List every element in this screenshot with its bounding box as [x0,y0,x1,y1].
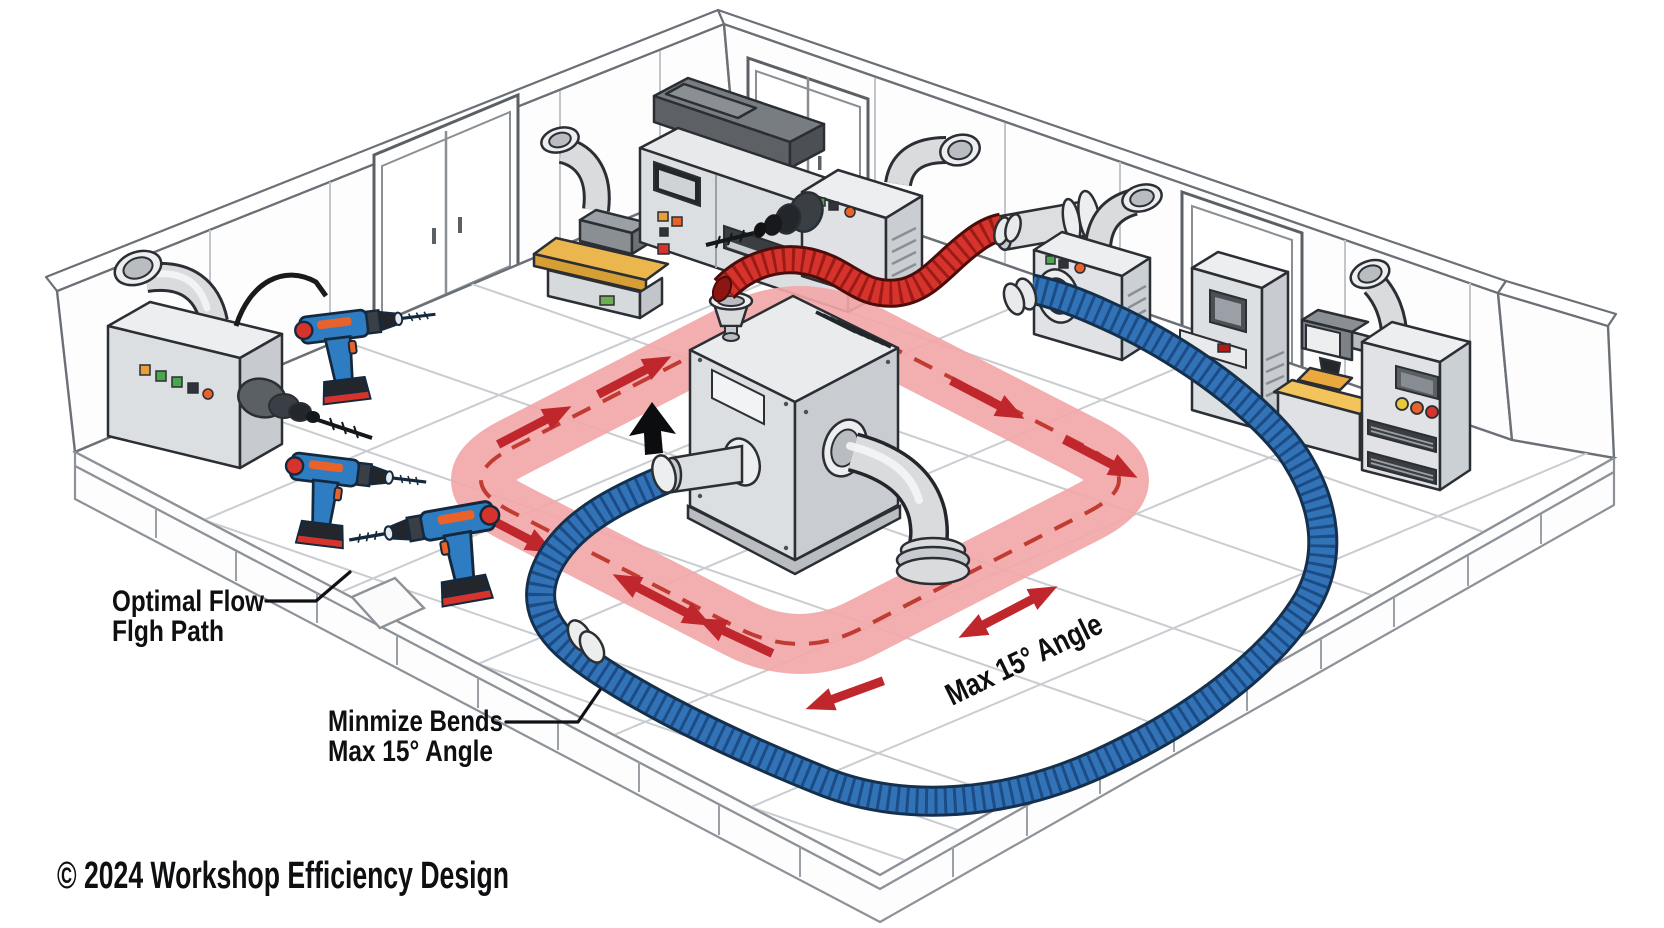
minimize-bends-line2: Max 15° Angle [328,735,493,768]
vent-grilles [1367,418,1437,486]
control-panel [653,160,701,255]
minimize-bends-line1: Minmize Bends [328,705,503,738]
workbench [532,126,670,320]
right-wall-top-band [1496,279,1618,328]
callout-minimize-bends: Minmize Bends Max 15° Angle [328,688,602,768]
up-arrow-icon [629,402,676,455]
leader-line [264,570,352,603]
callout-optimal-flow: Optimal Flow Flgh Path [112,570,352,648]
vent-slats [1127,284,1147,334]
duct-flange [1121,183,1163,213]
duct-flange [540,126,580,154]
duct-flange [1349,258,1391,290]
indicator-lights [139,364,214,400]
spindle-chuck [705,191,824,249]
leader-line [504,688,602,724]
right-machine [1360,320,1472,492]
dust-collector [661,294,971,586]
hose-open-end [711,275,733,303]
laser-head-panel [1305,323,1341,359]
optimal-flow-line2: Flgh Path [112,615,224,648]
vent-slats [1265,350,1285,398]
optimal-flow-line1: Optimal Flow [112,585,265,618]
vent-slats [891,226,917,290]
spindle-chuck [237,377,373,440]
door-handle [818,156,822,170]
duct-flange [113,249,163,287]
hose-cuff [1002,282,1026,316]
floor-ramp [349,576,427,630]
red-collection-hose [711,212,1022,308]
floor-edge-skirt [73,464,1616,924]
hose-cuff [1004,213,1022,243]
flow-path-dashed-line [479,314,1121,646]
left-wall-machine [106,249,373,470]
door-handle [432,228,436,244]
copyright-text: © 2024 Workshop Efficiency Design [57,855,509,897]
outlet-elbow [821,418,971,586]
duct-flange [939,133,981,167]
blue-collection-hose [525,273,1339,817]
left-double-door [372,92,520,340]
hose-flange [651,454,677,494]
power-cable [233,272,329,327]
hose-coupling [578,630,606,664]
funnel-connector [708,291,754,342]
label-plate [711,368,765,426]
vent-grille [815,310,892,349]
door-handle [458,217,462,233]
label-sticker [599,295,615,306]
